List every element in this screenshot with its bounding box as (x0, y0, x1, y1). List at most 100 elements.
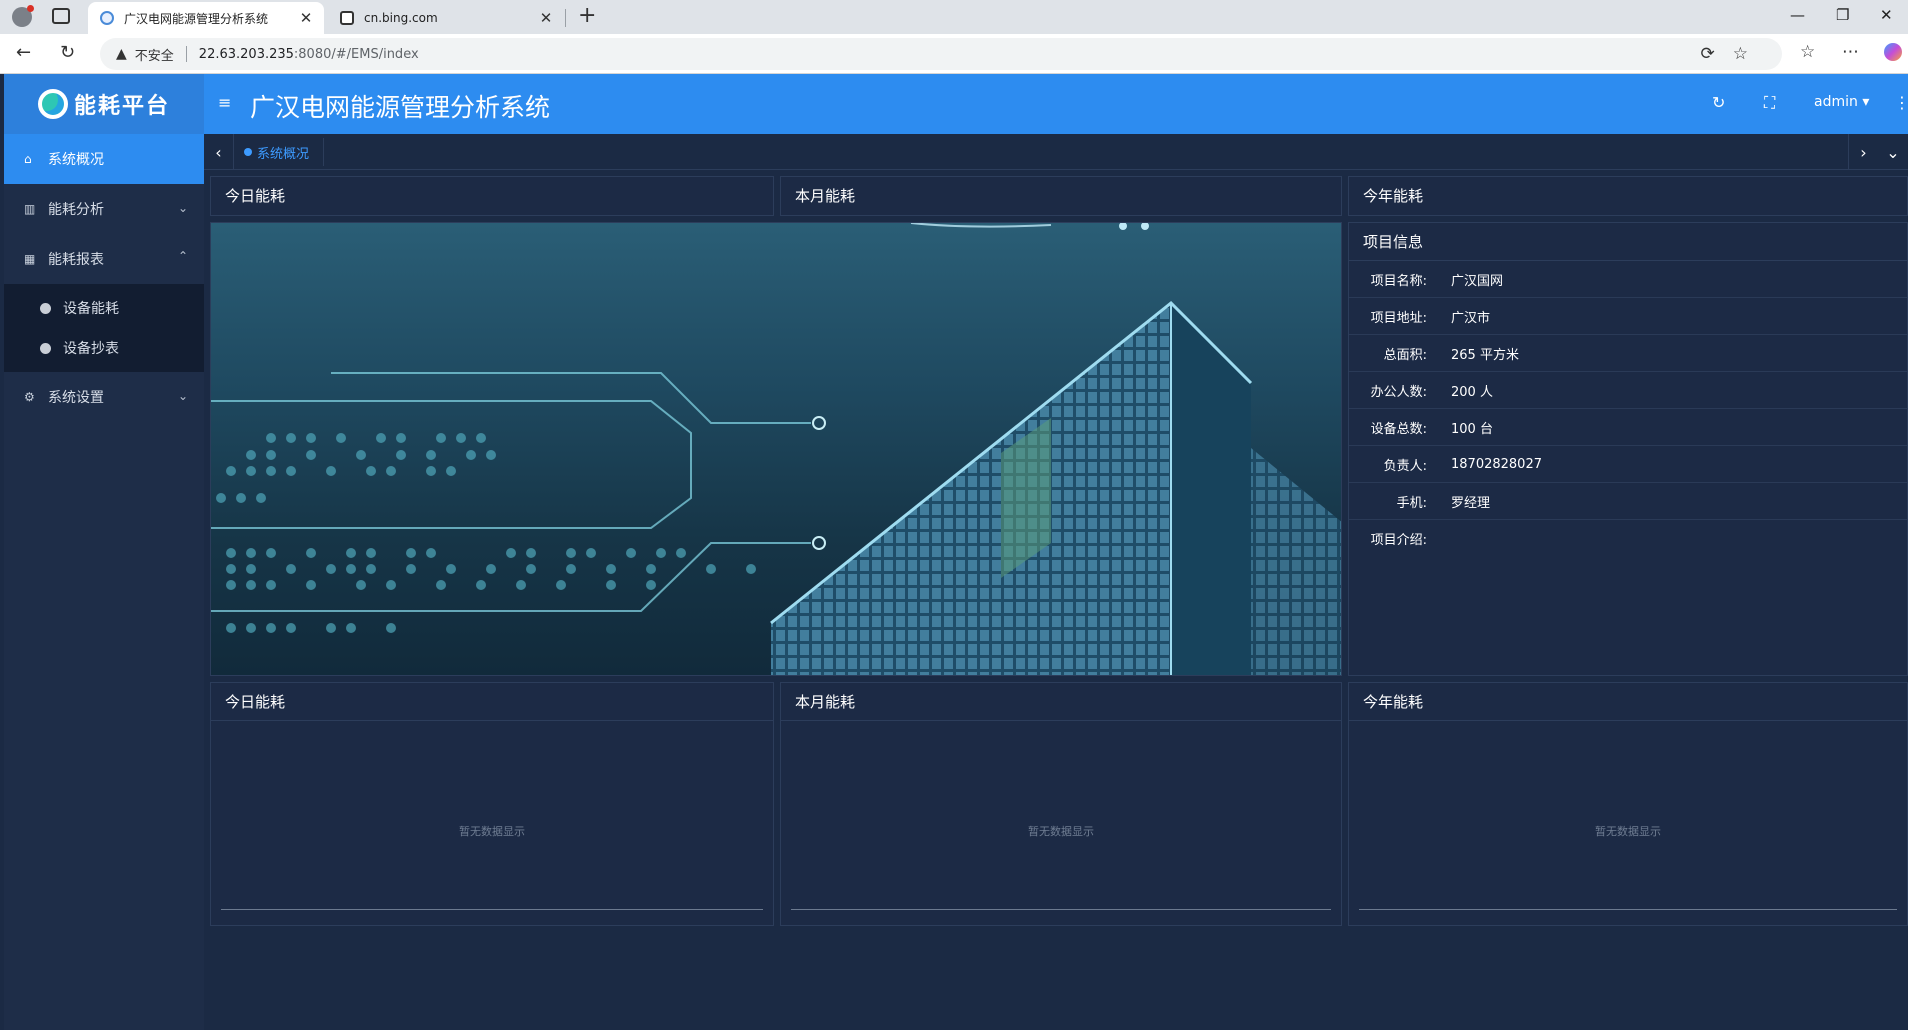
empty-state-text: 暂无数据显示 (1028, 825, 1094, 838)
close-window-icon[interactable]: ✕ (1880, 6, 1893, 24)
info-value: 200 人 (1451, 384, 1493, 400)
url-host[interactable]: 22.63.203.235 (198, 46, 294, 62)
chart-axis-line (221, 909, 763, 910)
panel-title: 今日能耗 (225, 187, 286, 205)
browser-tab-bing[interactable]: cn.bing.com ✕ (328, 2, 564, 34)
page-title: 广汉电网能源管理分析系统 (250, 93, 551, 122)
info-value: 265 平方米 (1451, 347, 1519, 363)
tag-current[interactable]: 系统概况 (244, 138, 325, 166)
sidebar-item-reports[interactable]: ▦ 能耗报表 ⌃ (4, 234, 204, 284)
tab-separator (565, 9, 566, 27)
chart-axis-line (1359, 909, 1897, 910)
close-tab-icon[interactable]: ✕ (539, 9, 553, 27)
banner-illustration (211, 223, 1341, 675)
fullscreen-icon[interactable]: ⛶ (1764, 93, 1776, 112)
today-energy-header-panel: 今日能耗 (210, 176, 774, 216)
info-row-name: 项目名称: 广汉国网 (1349, 261, 1907, 298)
logo: 能耗平台 (4, 74, 204, 134)
browser-tab-active[interactable]: 广汉电网能源管理分析系统 ✕ (88, 2, 324, 34)
bullet-icon (40, 302, 51, 314)
info-value: 广汉市 (1451, 310, 1491, 326)
year-energy-chart: 今年能耗 暂无数据显示 (1348, 682, 1908, 926)
tab-title: 广汉电网能源管理分析系统 (124, 11, 269, 26)
sidebar-item-overview[interactable]: ⌂ 系统概况 (4, 134, 204, 184)
month-energy-chart: 本月能耗 暂无数据显示 (780, 682, 1342, 926)
panel-title: 本月能耗 (781, 683, 1341, 721)
tags-menu-chevron-icon[interactable]: ⌄ (1886, 142, 1900, 162)
browser-tab-strip: 广汉电网能源管理分析系统 ✕ cn.bing.com ✕ + — ❐ ✕ (0, 0, 1908, 34)
address-bar[interactable]: ▲ 不安全 22.63.203.235:8080/#/EMS/index ⟳☆ (100, 38, 1782, 70)
panel-title: 今日能耗 (211, 683, 773, 721)
info-value: 18702828027 (1451, 456, 1542, 472)
menu-toggle-icon[interactable]: ≡ (218, 93, 232, 112)
gear-icon: ⚙ (24, 390, 35, 404)
panel-title: 今年能耗 (1363, 187, 1424, 205)
info-row-staff: 办公人数: 200 人 (1349, 372, 1907, 409)
empty-state-text: 暂无数据显示 (459, 825, 525, 838)
caret-down-icon: ▾ (1862, 94, 1870, 110)
security-label[interactable]: 不安全 (134, 48, 174, 64)
info-key: 项目名称: (1370, 273, 1427, 289)
info-key: 总面积: (1383, 347, 1427, 363)
chevron-down-icon: ⌄ (177, 201, 188, 215)
tab-title: cn.bing.com (364, 11, 438, 25)
new-tab-icon[interactable]: + (578, 3, 597, 28)
favorites-icon[interactable]: ☆ (1800, 42, 1816, 62)
reload-icon[interactable]: ↻ (60, 42, 76, 63)
url-path[interactable]: :8080/#/EMS/index (293, 46, 419, 62)
tab-actions-icon[interactable] (52, 8, 70, 24)
sidebar-subitem-label: 设备能耗 (63, 301, 119, 317)
restore-icon[interactable]: ❐ (1836, 6, 1850, 24)
notification-dot-icon (27, 5, 34, 12)
app-root: 能耗平台 ⌂ 系统概况 ▥ 能耗分析 ⌄ ▦ 能耗报表 ⌃ 设备能耗 设备抄表 (4, 74, 1908, 1030)
sidebar-item-settings[interactable]: ⚙ 系统设置 ⌄ (4, 372, 204, 422)
month-energy-header-panel: 本月能耗 (780, 176, 1342, 216)
today-energy-chart: 今日能耗 暂无数据显示 (210, 682, 774, 926)
user-menu[interactable]: admin ▾ (1814, 94, 1869, 110)
scroll-right-icon[interactable]: › (1848, 134, 1878, 170)
sidebar-subitem-device-energy[interactable]: 设备能耗 (4, 288, 204, 328)
bullet-icon (40, 342, 51, 354)
info-key: 设备总数: (1370, 421, 1427, 437)
table-icon: ▦ (24, 252, 36, 266)
copilot-icon[interactable] (1884, 43, 1902, 61)
panel-title: 本月能耗 (795, 187, 856, 205)
info-key: 办公人数: (1370, 384, 1427, 400)
info-row-area: 总面积: 265 平方米 (1349, 335, 1907, 372)
scroll-left-icon[interactable]: ‹ (204, 134, 234, 170)
warning-icon[interactable]: ▲ (116, 46, 127, 62)
info-row-owner: 负责人: 18702828027 (1349, 446, 1907, 483)
info-key: 负责人: (1383, 458, 1427, 474)
info-key: 项目地址: (1370, 310, 1427, 326)
translate-icon[interactable]: ⟳ (1700, 44, 1733, 64)
info-row-intro: 项目介绍: (1349, 520, 1907, 557)
reports-submenu: 设备能耗 设备抄表 (4, 284, 204, 372)
favorite-star-icon[interactable]: ☆ (1732, 44, 1766, 64)
more-menu-icon[interactable]: ⋯ (1842, 42, 1859, 62)
refresh-icon[interactable]: ↻ (1712, 93, 1726, 112)
panel-title: 项目信息 (1349, 223, 1907, 261)
chart-axis-line (791, 909, 1331, 910)
sidebar-item-label: 系统设置 (48, 390, 104, 406)
sidebar-subitem-meter-reading[interactable]: 设备抄表 (4, 328, 204, 368)
year-energy-header-panel: 今年能耗 (1348, 176, 1908, 216)
info-row-address: 项目地址: 广汉市 (1349, 298, 1907, 335)
chevron-up-icon: ⌃ (177, 249, 188, 263)
user-name: admin (1814, 94, 1858, 110)
minimize-icon[interactable]: — (1790, 6, 1805, 24)
sidebar-item-analysis[interactable]: ▥ 能耗分析 ⌄ (4, 184, 204, 234)
chevron-down-icon: ⌄ (177, 389, 188, 403)
home-icon: ⌂ (24, 152, 32, 166)
page-favicon-icon (340, 11, 354, 25)
active-dot-icon (244, 148, 252, 156)
logo-text: 能耗平台 (73, 93, 170, 119)
back-icon[interactable]: ← (16, 42, 32, 63)
close-tab-icon[interactable]: ✕ (299, 9, 313, 27)
sidebar: 能耗平台 ⌂ 系统概况 ▥ 能耗分析 ⌄ ▦ 能耗报表 ⌃ 设备能耗 设备抄表 (4, 74, 204, 1030)
info-row-devices: 设备总数: 100 台 (1349, 409, 1907, 446)
more-vertical-icon[interactable]: ⋮ (1894, 93, 1908, 112)
sidebar-item-label: 系统概况 (48, 152, 104, 168)
profile-icon[interactable] (12, 7, 32, 27)
tags-bar: ‹ 系统概况 › ⌄ (204, 134, 1908, 170)
sidebar-item-label: 能耗分析 (48, 202, 104, 218)
